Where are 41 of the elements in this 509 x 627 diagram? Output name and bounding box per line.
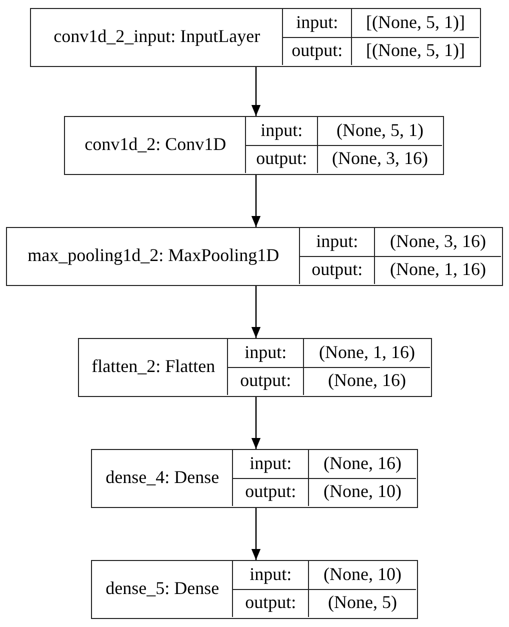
port-label: input: (244, 343, 287, 363)
layer-box (78, 338, 432, 397)
layer-name: dense_5: Dense (106, 579, 220, 600)
port-label: input: (316, 232, 358, 252)
layer-box (6, 227, 503, 286)
port-label: input: (250, 454, 292, 474)
shape-value: (None, 5, 1) (336, 121, 424, 141)
shape-value: (None, 1, 16) (390, 260, 486, 280)
port-label: input: (260, 121, 303, 141)
port-label: output: (292, 41, 343, 62)
arrow (251, 67, 261, 116)
port-label: input: (250, 565, 292, 585)
shape-value: [(None, 5, 1)] (366, 41, 466, 62)
layer-name: max_pooling1d_2: MaxPooling1D (28, 246, 280, 266)
port-label: output: (240, 371, 292, 392)
arrow (251, 397, 261, 449)
port-label: input: (296, 13, 338, 33)
shape-value: (None, 16) (328, 371, 406, 392)
port-label: output: (245, 593, 296, 614)
shape-value: (None, 3, 16) (390, 232, 486, 252)
layer-box (30, 8, 481, 67)
shape-value: (None, 1, 16) (319, 343, 416, 363)
shape-value: (None, 16) (324, 454, 402, 474)
shape-value: [(None, 5, 1)] (366, 13, 466, 33)
port-label: output: (245, 482, 296, 502)
layer-name: conv1d_2: Conv1D (84, 135, 226, 156)
layer-box (91, 560, 418, 619)
layer-box (91, 449, 418, 508)
shape-value: (None, 10) (324, 482, 402, 502)
arrow (251, 175, 261, 227)
port-label: output: (312, 260, 363, 280)
shape-value: (None, 3, 16) (332, 149, 428, 170)
layer-name: conv1d_2_input: InputLayer (54, 27, 260, 48)
layer-box (64, 116, 444, 175)
arrow (251, 508, 261, 560)
shape-value: (None, 5) (328, 593, 398, 614)
layer-name: dense_4: Dense (106, 468, 220, 488)
arrow (251, 286, 261, 338)
port-label: output: (256, 149, 308, 170)
layer-name: flatten_2: Flatten (92, 357, 216, 378)
shape-value: (None, 10) (324, 565, 402, 585)
